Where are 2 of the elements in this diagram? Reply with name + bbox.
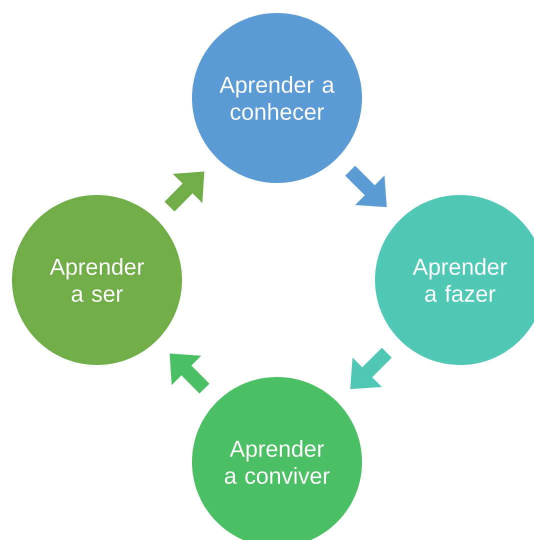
circle-node: Aprender a conhecer (192, 13, 362, 183)
circle-node: Aprender a ser (12, 195, 182, 365)
